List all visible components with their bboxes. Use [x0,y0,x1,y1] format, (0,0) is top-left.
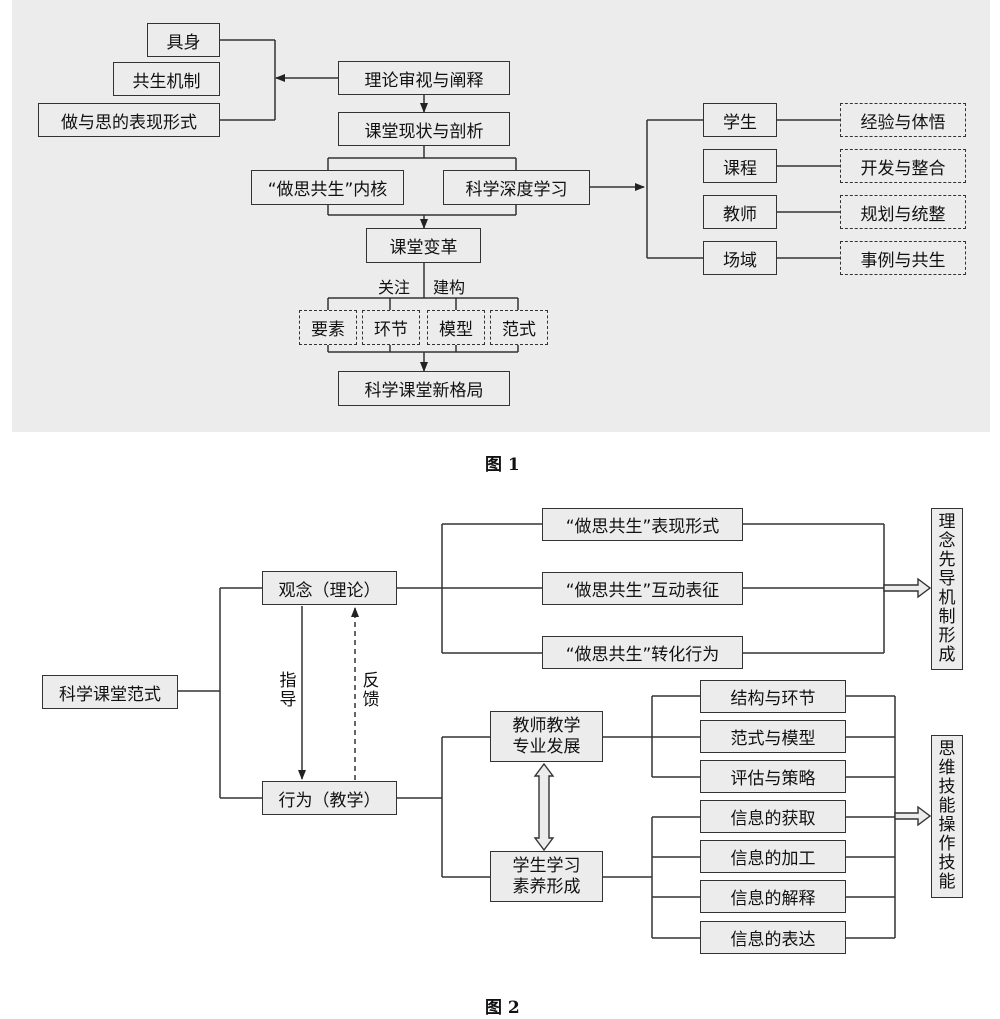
paradigm-model-box: 范式与模型 [700,720,846,753]
skills-output-text: 思维技能 操作技能 [938,739,956,892]
field-box: 场域 [703,241,777,275]
guide-label: 指导 [279,671,297,710]
example-box: 事例与共生 [840,241,966,275]
science-paradigm-box: 科学课堂范式 [42,675,178,709]
teacher-development-box: 教师教学专业发展 [490,711,603,762]
feedback-label: 反馈 [362,671,380,710]
core-box: “做思共生”内核 [251,170,404,205]
doing-thinking-forms-box: 做与思的表现形式 [38,103,220,137]
course-box: 课程 [703,149,777,183]
new-pattern-box: 科学课堂新格局 [338,371,510,406]
figure-1-caption: 图 1 [485,455,520,475]
info-acquire-box: 信息的获取 [700,800,846,833]
paradigm-box: 范式 [490,310,548,345]
structure-box: 结构与环节 [700,680,846,713]
classroom-status-box: 课堂现状与剖析 [338,112,510,146]
teacher-box: 教师 [703,195,777,229]
step-box: 环节 [362,310,420,345]
embodied-box: 具身 [147,23,220,57]
figure-2-caption: 图 2 [485,998,520,1018]
develop-box: 开发与整合 [840,149,966,183]
info-explain-box: 信息的解释 [700,880,846,913]
teacher-line-2: 专业发展 [512,736,581,757]
info-express-box: 信息的表达 [700,921,846,954]
skills-output-box: 思维技能 操作技能 [931,735,963,898]
interaction-box: “做思共生”互动表征 [542,572,743,605]
concept-output-box: 理念先导 机制形成 [931,508,963,670]
student-literacy-box: 学生学习素养形成 [490,851,603,902]
info-process-box: 信息的加工 [700,840,846,873]
evaluation-box: 评估与策略 [700,760,846,793]
teacher-line-1: 教师教学 [512,715,581,736]
student-line-2: 素养形成 [512,876,581,897]
concept-output-text: 理念先导 机制形成 [938,512,956,665]
transform-box: “做思共生”转化行为 [542,636,743,669]
deep-learning-box: 科学深度学习 [443,170,590,205]
student-box: 学生 [703,103,777,137]
model-box: 模型 [427,310,485,345]
student-line-1: 学生学习 [512,855,581,876]
element-box: 要素 [299,310,357,345]
focus-label: 关注 [378,278,411,297]
build-label: 建构 [433,278,466,297]
concept-box: 观念（理论） [262,571,397,605]
plan-box: 规划与统整 [840,195,966,229]
behavior-box: 行为（教学） [262,781,397,815]
classroom-change-box: 课堂变革 [366,228,481,263]
form-box: “做思共生”表现形式 [542,508,743,541]
symbiosis-mechanism-box: 共生机制 [113,62,220,96]
experience-box: 经验与体悟 [840,103,966,137]
theory-review-box: 理论审视与阐释 [338,61,510,95]
